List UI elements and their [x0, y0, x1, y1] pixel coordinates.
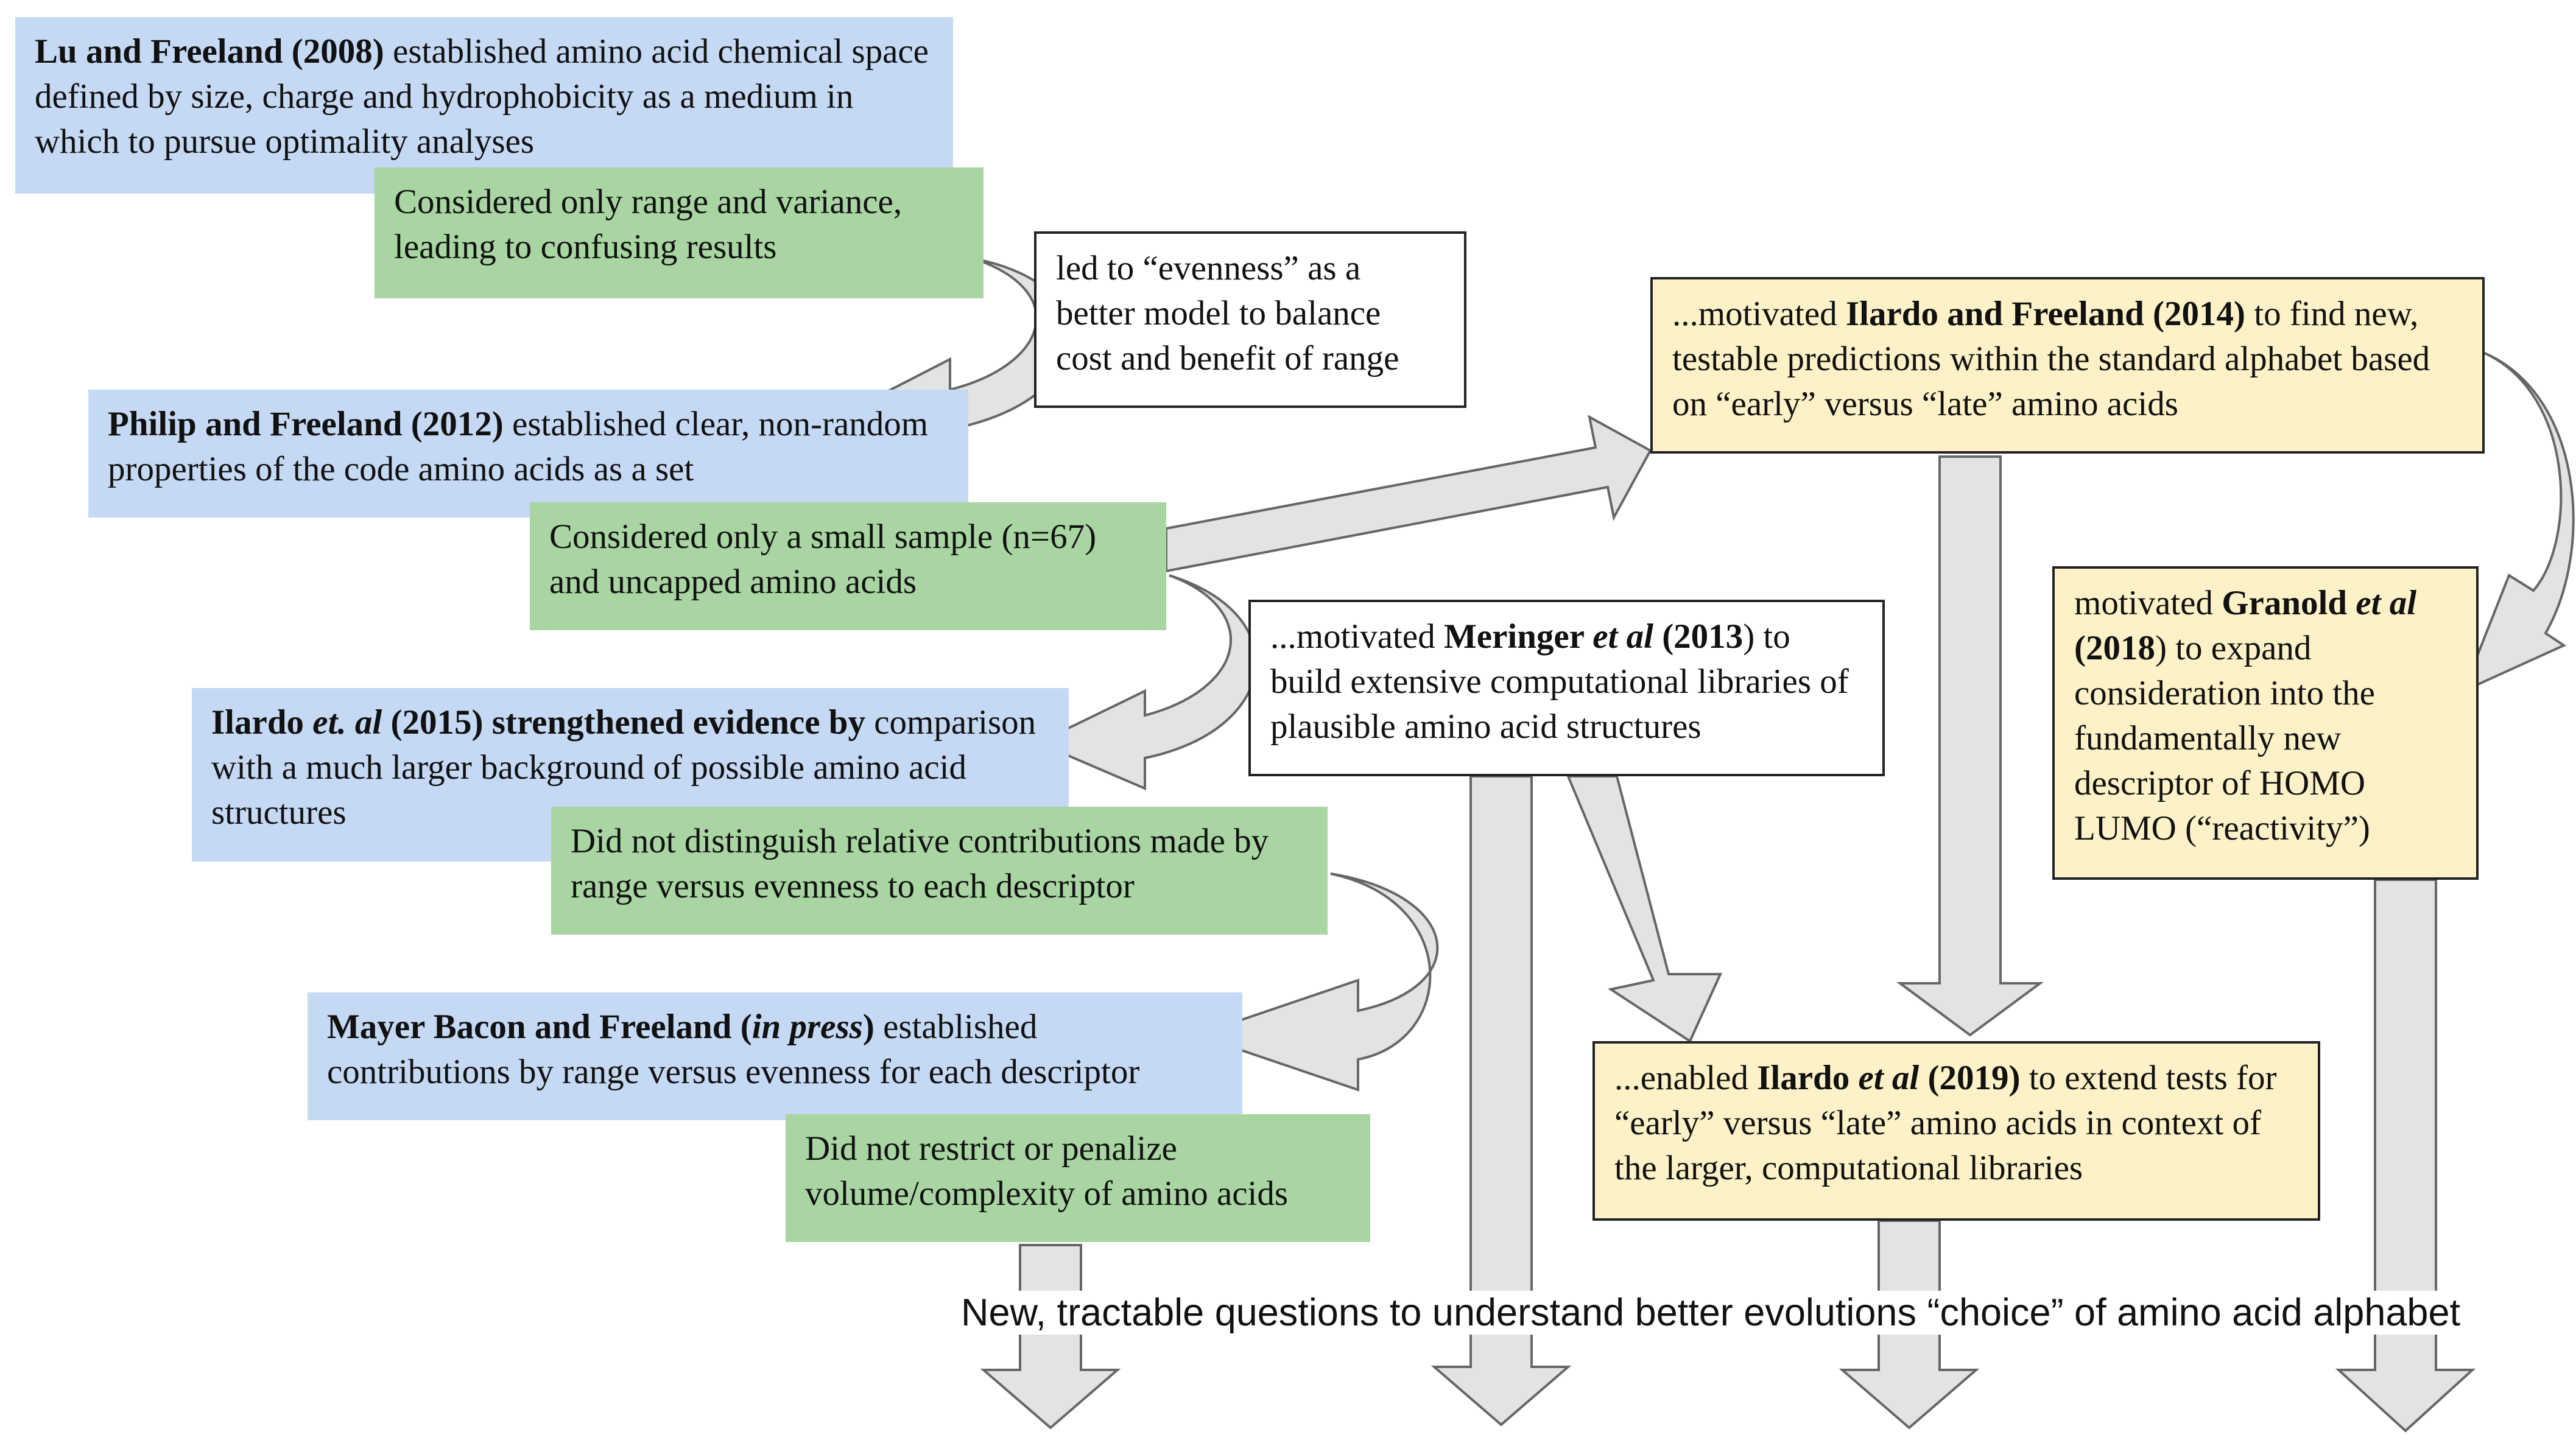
ilardo-2019-ref-a: Ilardo [1757, 1059, 1859, 1097]
ilardo-2014-text: to find new, testable predictions within… [1672, 295, 2430, 423]
lu-freeland-ref: Lu and Freeland (2008) [35, 32, 384, 71]
curved-arrow-ilardo2015-to-mayer [1192, 872, 1439, 1092]
meringer-box: ...motivated Meringer et al (2013) to bu… [1248, 600, 1885, 776]
diagonal-arrow-meringer-to-ilardo2019 [1566, 775, 1723, 1043]
granold-ref-b: (2018 [2074, 629, 2155, 667]
output-arrow-2 [1431, 775, 1572, 1427]
ilardo-2019-box: ...enabled Ilardo et al (2019) to extend… [1592, 1041, 2320, 1221]
ilardo-2019-text: to extend tests for “early” versus “late… [1614, 1059, 2277, 1187]
meringer-pre: ...motivated [1270, 617, 1444, 656]
ilardo-2019-pre: ...enabled [1614, 1059, 1758, 1097]
output-arrow-1 [980, 1244, 1121, 1430]
granold-ref-italic: et al [2356, 584, 2417, 622]
ilardo-2015-limitation-text: Did not distinguish relative contributio… [571, 822, 1269, 905]
ilardo-2019-ref-b: (2019) [1919, 1059, 2021, 1097]
curved-arrow-ilardo2014-to-granold [2461, 352, 2575, 693]
mayer-bacon-box: Mayer Bacon and Freeland (in press) esta… [308, 992, 1242, 1120]
granold-box: motivated Granold et al (2018) to expand… [2052, 566, 2479, 880]
lu-limitation-text: Considered only range and variance, lead… [394, 183, 903, 266]
philip-limitation-box: Considered only a small sample (n=67) an… [530, 502, 1166, 630]
granold-pre: motivated [2074, 584, 2222, 622]
philip-freeland-box: Philip and Freeland (2012) established c… [88, 390, 968, 518]
meringer-text: ) to build extensive computational libra… [1270, 617, 1849, 746]
vertical-arrow-ilardo2014-to-ilardo2019 [1896, 455, 2044, 1037]
philip-freeland-text: established clear, non-random properties… [108, 405, 929, 488]
evenness-box: led to “evenness” as a better model to b… [1034, 231, 1466, 408]
philip-freeland-ref: Philip and Freeland (2012) [108, 405, 504, 443]
ilardo-2015-ref-italic: et. al [312, 703, 382, 742]
mayer-limitation-text: Did not restrict or penalize volume/comp… [805, 1129, 1289, 1213]
ilardo-2015-ref-b: (2015) strengthened evidence by [382, 703, 865, 742]
curved-arrow-philip-to-ilardo2015 [1035, 574, 1258, 791]
granold-ref-a: Granold [2222, 584, 2356, 622]
meringer-ref-a: Meringer [1443, 617, 1593, 656]
ilardo-2015-text: comparison with a much larger background… [211, 703, 1036, 832]
bottom-caption: New, tractable questions to understand b… [956, 1291, 2465, 1335]
output-arrow-4 [2335, 879, 2476, 1433]
ilardo-2015-limitation-box: Did not distinguish relative contributio… [551, 807, 1328, 935]
diagonal-arrow-to-ilardo2014 [1165, 415, 1652, 573]
meringer-ref-italic: et al [1592, 617, 1653, 656]
granold-text: ) to expand consideration into the funda… [2074, 629, 2375, 848]
ilardo-2014-pre: ...motivated [1672, 295, 1846, 333]
ilardo-2014-ref: Ilardo and Freeland (2014) [1845, 295, 2246, 333]
philip-limitation-text: Considered only a small sample (n=67) an… [549, 518, 1097, 601]
ilardo-2015-ref-a: Ilardo [211, 703, 313, 742]
lu-freeland-box: Lu and Freeland (2008) established amino… [15, 17, 953, 194]
mayer-bacon-ref-a: Mayer Bacon and Freeland ( [327, 1008, 752, 1046]
ilardo-2019-ref-italic: et al [1858, 1059, 1920, 1097]
mayer-bacon-ref-italic: in press [751, 1008, 863, 1046]
mayer-bacon-text: established contributions by range versu… [327, 1008, 1140, 1091]
evenness-text: led to “evenness” as a better model to b… [1056, 249, 1399, 377]
meringer-ref-b: (2013 [1653, 617, 1744, 656]
ilardo-2014-box: ...motivated Ilardo and Freeland (2014) … [1650, 277, 2485, 454]
mayer-limitation-box: Did not restrict or penalize volume/comp… [786, 1114, 1370, 1242]
mayer-bacon-ref-b: ) [862, 1008, 875, 1046]
lu-freeland-text: established amino acid chemical space de… [35, 32, 929, 161]
lu-limitation-box: Considered only range and variance, lead… [375, 167, 984, 298]
